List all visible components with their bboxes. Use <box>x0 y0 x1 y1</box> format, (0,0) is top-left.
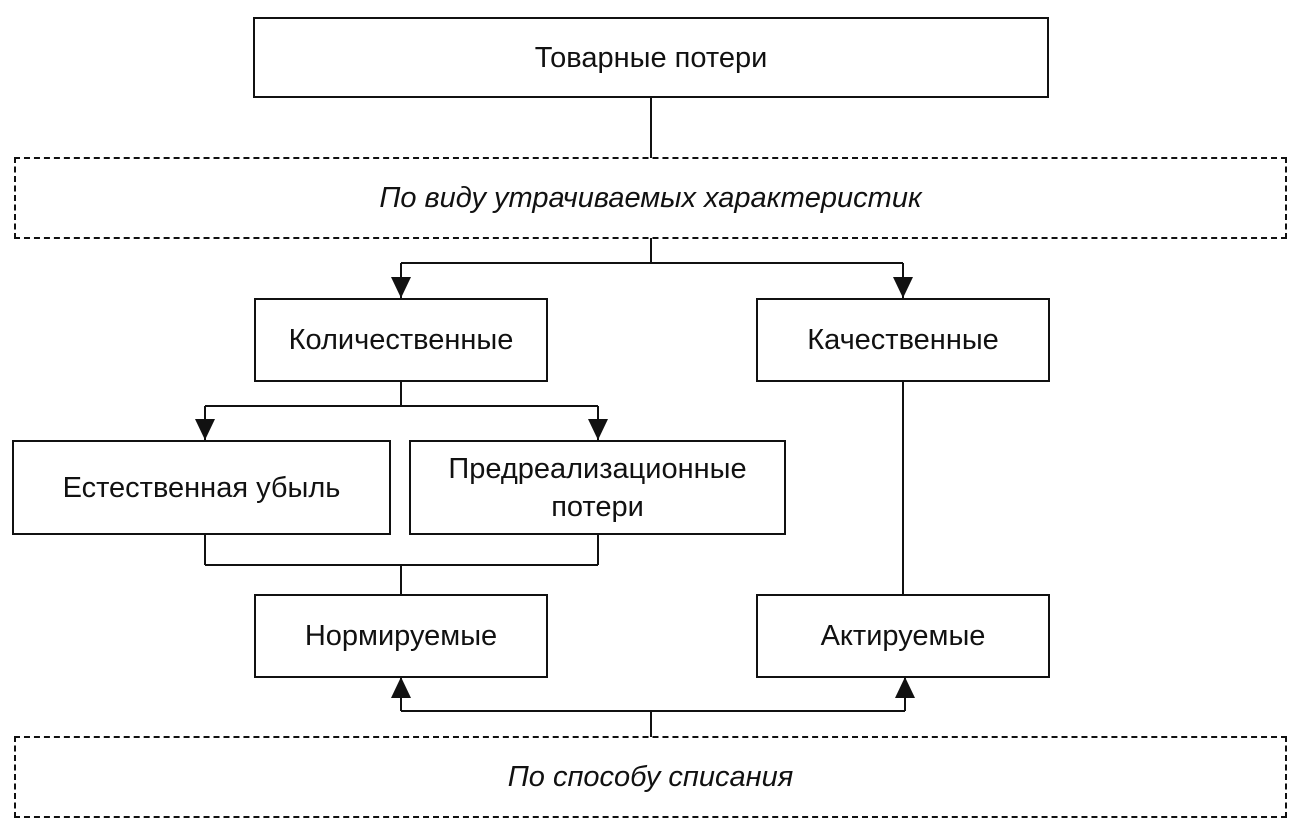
node-natural-loss: Естественная убыль <box>12 440 391 535</box>
node-qualitative: Качественные <box>756 298 1050 382</box>
node-normalized: Нормируемые <box>254 594 548 678</box>
node-label-line1: Предреализационные <box>448 452 747 485</box>
arrowhead-icon <box>391 677 411 698</box>
grouping-label: По виду утрачиваемых характеристик <box>379 181 922 214</box>
node-label: Товарные потери <box>534 41 768 74</box>
node-label: Актируемые <box>820 620 986 652</box>
node-label: Нормируемые <box>304 620 498 652</box>
arrowhead-icon <box>195 419 215 440</box>
node-pre-sale-loss: Предреализационные потери <box>409 440 786 535</box>
node-quantitative: Количественные <box>254 298 548 382</box>
grouping-label: По способу списания <box>507 760 794 793</box>
arrowhead-icon <box>588 419 608 440</box>
node-commodity-losses: Товарные потери <box>253 17 1049 98</box>
node-label-line2: потери <box>551 490 644 523</box>
grouping-by-writeoff: По способу списания <box>14 736 1287 818</box>
node-label: Качественные <box>807 324 999 356</box>
grouping-by-characteristics: По виду утрачиваемых характеристик <box>14 157 1287 239</box>
node-label: Естественная убыль <box>62 471 341 504</box>
node-label: Количественные <box>288 324 514 356</box>
arrowhead-icon <box>895 677 915 698</box>
node-actable: Актируемые <box>756 594 1050 678</box>
arrowhead-icon <box>893 277 913 298</box>
arrowhead-icon <box>391 277 411 298</box>
